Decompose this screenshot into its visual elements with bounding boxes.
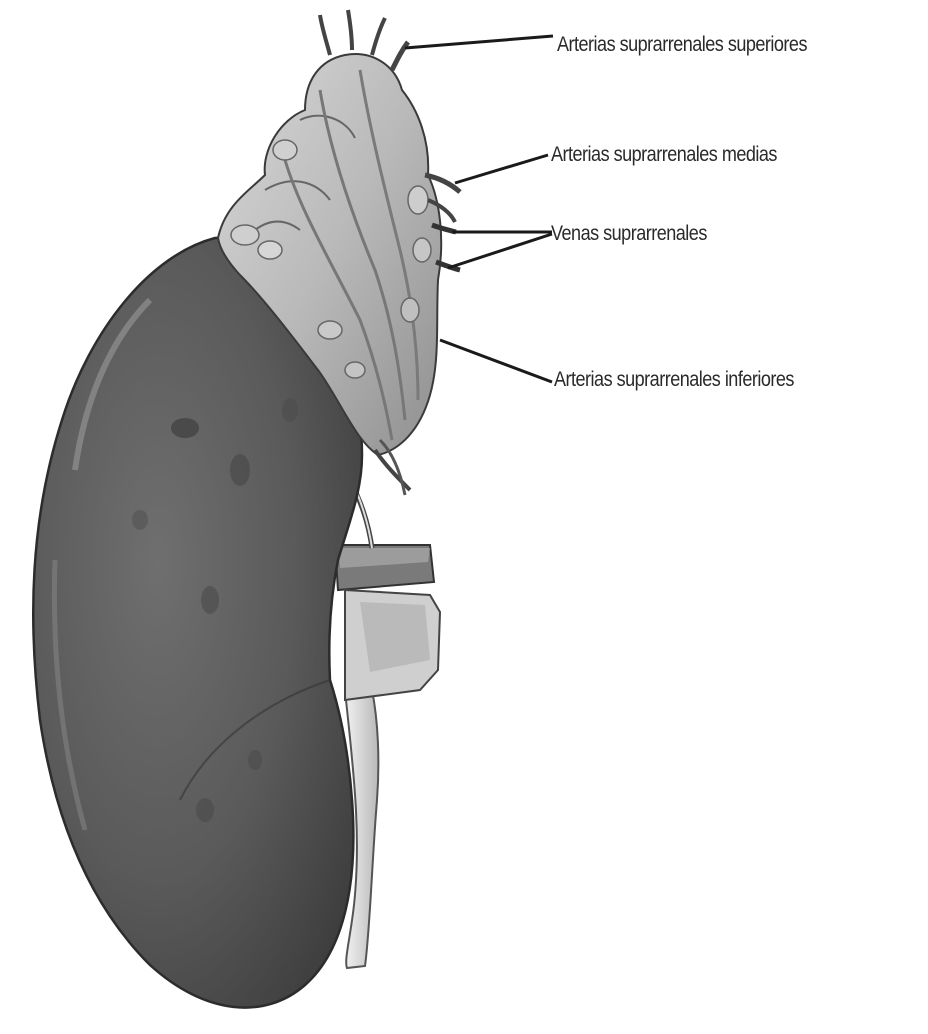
label-arterias-suprarrenales-superiores: Arterias suprarrenales superiores <box>557 33 807 57</box>
leader-line-mid-arteries <box>455 155 548 183</box>
label-arterias-suprarrenales-inferiores: Arterias suprarrenales inferiores <box>554 368 794 392</box>
leader-line-inf-arteries <box>440 340 552 382</box>
leader-line-veins-2 <box>448 234 552 268</box>
leader-line-sup-arteries <box>405 36 553 48</box>
label-venas-suprarrenales: Venas suprarrenales <box>551 222 707 246</box>
label-arterias-suprarrenales-medias: Arterias suprarrenales medias <box>551 143 777 167</box>
